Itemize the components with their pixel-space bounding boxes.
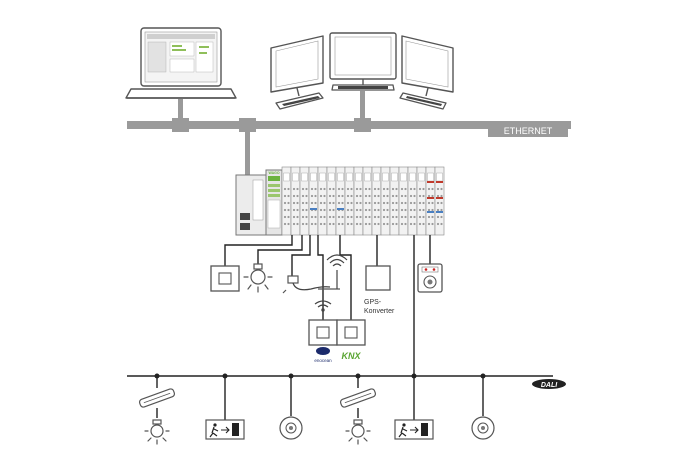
io-module [380, 166, 391, 236]
monitor-center [329, 32, 397, 91]
dali-logo [532, 379, 566, 389]
wireless-transmitter-icon [282, 254, 348, 294]
io-module [425, 166, 436, 236]
dali-fluorescent-lamp-1 [138, 388, 176, 408]
io-module [353, 166, 364, 236]
emergency-exit-sign-icon-1 [205, 419, 245, 440]
io-module [344, 166, 355, 236]
enocean-switch: enocean [308, 300, 338, 363]
io-module [326, 166, 337, 236]
knx-switch: KNX [336, 319, 366, 361]
motion-sensor-icon-2 [471, 416, 495, 440]
io-module [416, 166, 427, 236]
energy-meter-icon [417, 263, 443, 293]
enocean-label: enocean [314, 358, 332, 363]
gps-converter: GPS- Konverter [364, 265, 395, 315]
ethernet-label: ETHERNET [504, 126, 553, 136]
io-module [371, 166, 382, 236]
io-module [335, 166, 346, 236]
dali-bus: DALI [127, 373, 566, 420]
io-module [362, 166, 373, 236]
enocean-logo-icon [316, 347, 330, 355]
io-module [389, 166, 400, 236]
knx-label: KNX [341, 351, 361, 361]
gps-label-line2: Konverter [364, 308, 395, 315]
dali-bulb-icon-1 [144, 408, 170, 445]
io-module [398, 166, 409, 236]
wago-controller: WAGO [235, 169, 283, 236]
dali-label: DALI [541, 382, 558, 389]
dali-fluorescent-lamp-2 [339, 388, 377, 408]
gps-label-line1: GPS- [364, 299, 382, 306]
monitor-left [270, 35, 324, 110]
controller-brand: WAGO [268, 171, 279, 175]
io-module [317, 166, 328, 236]
field-wiring [224, 235, 431, 376]
wall-switch [210, 265, 240, 292]
ethernet-bus [127, 91, 571, 175]
io-module [434, 166, 445, 236]
emergency-exit-sign-icon-2 [394, 419, 434, 440]
io-module [299, 166, 310, 236]
io-module [407, 166, 418, 236]
laptop [125, 27, 237, 99]
io-module [281, 166, 292, 236]
motion-sensor-icon-1 [279, 416, 303, 440]
io-module-rack [281, 166, 445, 236]
wifi-icon [314, 300, 332, 312]
light-bulb-icon [243, 263, 273, 293]
io-module [290, 166, 301, 236]
dali-bulb-icon-2 [345, 408, 371, 445]
monitor-right [399, 35, 454, 110]
io-module [308, 166, 319, 236]
